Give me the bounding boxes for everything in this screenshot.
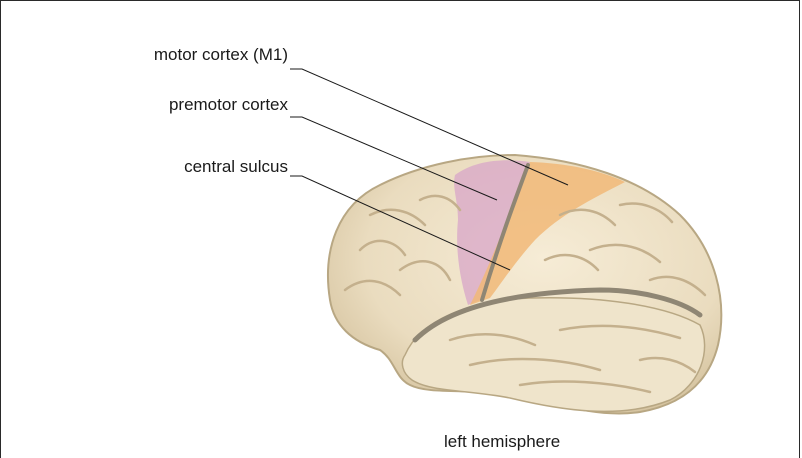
- central-sulcus-label: central sulcus: [184, 157, 288, 177]
- motor-cortex-label: motor cortex (M1): [154, 45, 288, 65]
- figure-caption: left hemisphere: [444, 432, 560, 452]
- temporal-lobe: [402, 298, 704, 412]
- premotor-cortex-label: premotor cortex: [169, 95, 288, 115]
